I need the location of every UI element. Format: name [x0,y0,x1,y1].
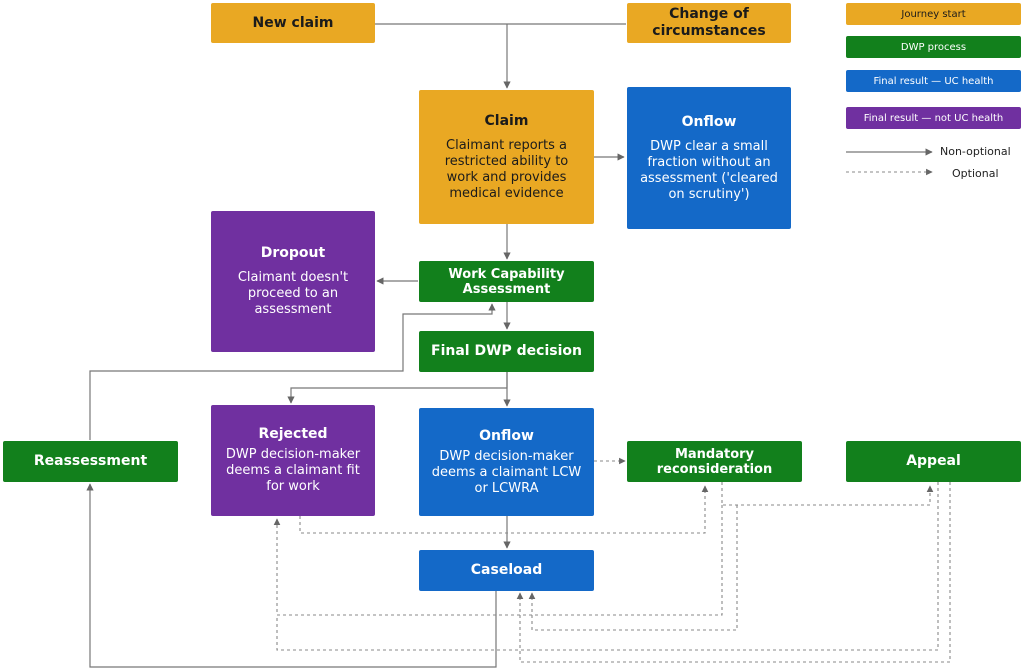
legend-uc-health: Final result — UC health [846,70,1021,92]
node-appeal: Appeal [846,441,1021,482]
node-mandatory-reconsideration: Mandatory reconsideration [627,441,802,482]
legend-non-optional-label: Non-optional [940,145,1011,158]
connector-appeal-to-caseload [516,482,951,663]
node-dropout-title: Dropout [260,245,326,261]
legend-not-uc-health-label: Final result — not UC health [863,112,1004,124]
node-onflow-top: Onflow DWP clear a small fraction withou… [627,87,791,229]
connector-mr-to-rejected [273,505,723,616]
legend-dwp-process: DWP process [846,36,1021,58]
node-onflow-mid-title: Onflow [479,427,534,444]
node-wca-title: Work Capability Assessment [448,266,565,297]
node-new-claim: New claim [211,3,375,43]
node-onflow-top-title: Onflow [681,113,737,130]
node-dropout: Dropout Claimant doesn't proceed to an a… [211,211,375,352]
legend-dwp-process-label: DWP process [900,41,967,53]
node-reassessment-title: Reassessment [33,453,148,469]
node-rejected-title: Rejected [258,426,328,442]
node-final-decision: Final DWP decision [419,331,594,372]
connector-mr-to-caseload [528,505,738,631]
node-change-of-circumstances: Change of circumstances [627,3,791,43]
node-caseload-title: Caseload [470,562,543,578]
node-dropout-body: Claimant doesn't proceed to an assessmen… [237,270,349,317]
legend-uc-health-label: Final result — UC health [873,75,994,87]
node-claim-title: Claim [484,112,529,129]
node-new-claim-title: New claim [252,14,334,31]
node-caseload: Caseload [419,550,594,591]
connector-final-to-rejected [287,372,508,404]
node-change-of-circumstances-title: Change of circumstances [652,6,766,39]
node-rejected: Rejected DWP decision-maker deems a clai… [211,405,375,516]
connector-appeal-to-rejected [276,482,939,651]
node-onflow-mid-body: DWP decision-maker deems a claimant LCW … [431,448,582,496]
connector-rejected-to-mr [299,485,709,534]
connector-caseload-to-reassessment [86,483,497,668]
node-onflow-top-body: DWP clear a small fraction without an as… [640,138,778,202]
node-mandatory-reconsideration-title: Mandatory reconsideration [656,446,773,477]
node-reassessment: Reassessment [3,441,178,482]
node-final-decision-title: Final DWP decision [431,343,582,359]
legend-journey-start-label: Journey start [901,8,966,20]
legend-not-uc-health: Final result — not UC health [846,107,1021,129]
node-claim-body: Claimant reports a restricted ability to… [444,137,569,201]
connector-mr-to-appeal [721,482,934,506]
node-onflow-mid: Onflow DWP decision-maker deems a claima… [419,408,594,516]
connector-reassessment-to-wca [89,303,496,440]
node-claim: Claim Claimant reports a restricted abil… [419,90,594,224]
legend-optional-label: Optional [952,167,999,180]
node-appeal-title: Appeal [906,453,961,469]
node-rejected-body: DWP decision-maker deems a claimant fit … [225,447,361,494]
legend-journey-start: Journey start [846,3,1021,25]
node-wca: Work Capability Assessment [419,261,594,302]
